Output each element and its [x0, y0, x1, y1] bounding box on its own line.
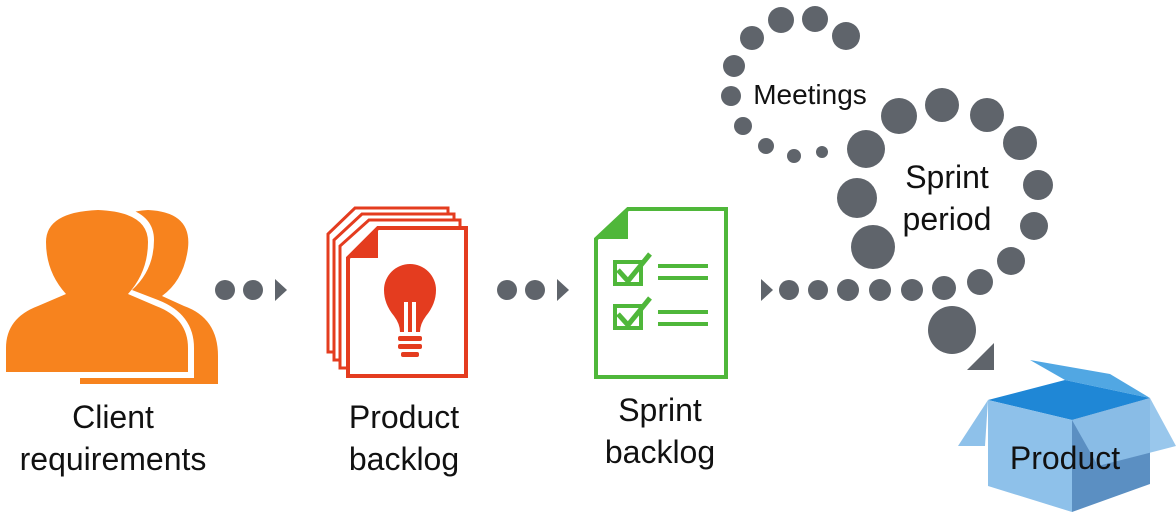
- box-icon: [958, 360, 1176, 512]
- sprint-backlog-label: Sprint backlog: [570, 389, 750, 473]
- sprint-period-label-line-2: period: [902, 201, 992, 237]
- sprint-backlog-label-line-2: backlog: [604, 434, 716, 470]
- people-icon: [0, 204, 218, 384]
- meetings-loop: [721, 6, 860, 163]
- product-label: Product: [990, 437, 1140, 479]
- checklist-document-icon: [594, 207, 728, 379]
- meetings-label: Meetings: [738, 74, 882, 116]
- client-label-line-2: requirements: [19, 441, 207, 477]
- sprint-period-label-line-1: Sprint: [905, 159, 989, 195]
- flow-arrow-2: [497, 279, 569, 301]
- sprint-spiral: [761, 88, 1053, 370]
- flow-arrow-1: [215, 279, 287, 301]
- product-backlog-label: Product backlog: [312, 396, 496, 480]
- lightbulb-documents-icon: [326, 206, 468, 378]
- sprint-period-label: Sprint period: [880, 156, 1014, 240]
- product-backlog-label-line-1: Product: [348, 399, 460, 435]
- client-requirements-label: Client requirements: [0, 396, 226, 480]
- meetings-label-text: Meetings: [753, 79, 867, 110]
- client-label-line-1: Client: [72, 399, 154, 435]
- sprint-backlog-label-line-1: Sprint: [618, 392, 702, 428]
- product-backlog-label-line-2: backlog: [348, 441, 460, 477]
- product-label-text: Product: [1009, 440, 1121, 476]
